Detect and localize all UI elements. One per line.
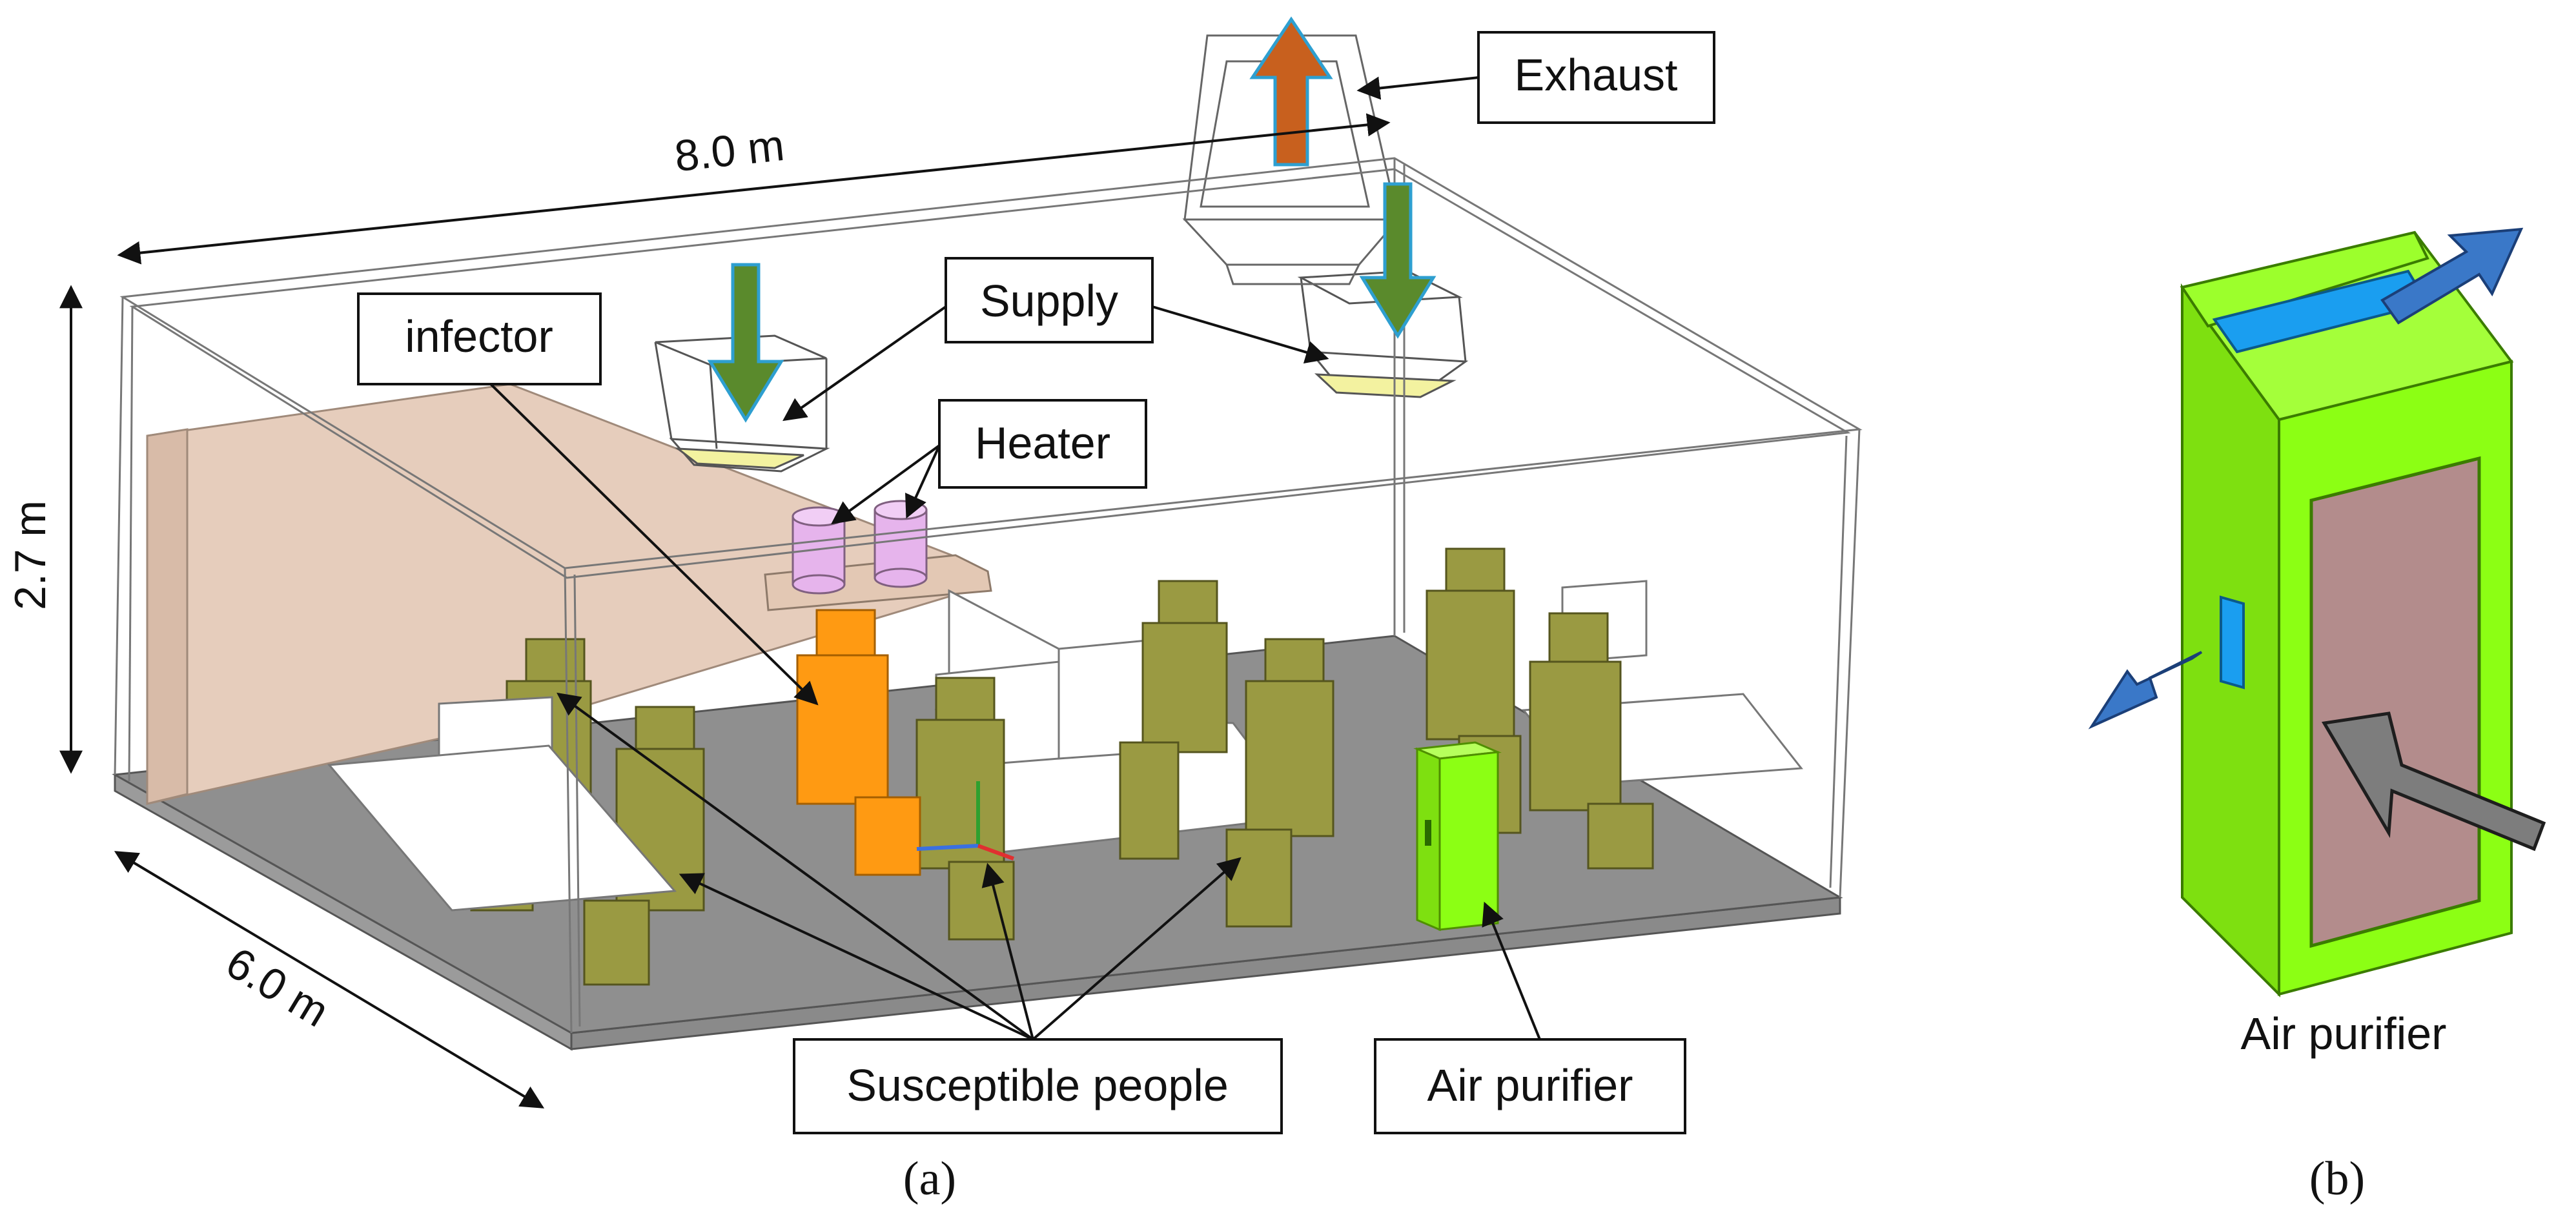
heater-right — [874, 500, 928, 588]
callout-infector-label: infector — [405, 311, 553, 362]
callout-air-purifier-label: Air purifier — [1427, 1060, 1633, 1110]
purifier-top-bevel — [2180, 230, 2429, 328]
panel-label-a: (a) — [903, 1152, 956, 1205]
supply-diffuser-left — [654, 334, 830, 473]
infector-person — [796, 609, 921, 876]
panel-label-b: (b) — [2309, 1152, 2365, 1205]
axes-glyph — [916, 781, 1015, 861]
purifier-caption: Air purifier — [2241, 1008, 2447, 1059]
supply-arrow-left — [707, 263, 784, 423]
dimension-height: 2.7 m — [6, 285, 83, 774]
person-center-front — [915, 677, 1015, 941]
exhaust-arrow — [1249, 16, 1333, 167]
dimension-length: 8.0 m — [117, 113, 1391, 265]
inlet-arrow — [2321, 711, 2546, 852]
dimension-width-label: 6.0 m — [218, 938, 337, 1037]
room-model — [112, 16, 1863, 1051]
outlet-arrow-side — [2088, 651, 2203, 730]
purifier-side-vent — [2220, 595, 2245, 690]
purifier-detail — [2088, 227, 2546, 997]
outlet-arrow-top — [2380, 227, 2524, 325]
air-purifier-in-room — [1413, 741, 1502, 932]
supply-arrow-right — [1359, 182, 1436, 339]
callout-infector: infector — [357, 292, 819, 706]
person-back-right-2 — [1529, 612, 1654, 870]
person-right-front — [1225, 638, 1334, 928]
callout-susceptible: Susceptible people — [557, 692, 1283, 1134]
callout-supply: Supply — [782, 257, 1329, 422]
callout-heater-label: Heater — [975, 418, 1110, 468]
callout-air-purifier: Air purifier — [1374, 901, 1686, 1134]
dimension-height-label: 2.7 m — [6, 500, 55, 610]
callout-heater: Heater — [831, 399, 1147, 525]
partition-wall-side — [146, 428, 189, 805]
callout-exhaust-label: Exhaust — [1515, 50, 1678, 100]
purifier-filter-panel — [2309, 456, 2481, 948]
callout-supply-label: Supply — [980, 276, 1118, 326]
person-back-center — [1119, 580, 1228, 860]
callout-susceptible-label: Susceptible people — [846, 1060, 1229, 1110]
dimension-length-label: 8.0 m — [672, 121, 786, 181]
supply-diffuser-right — [1297, 270, 1469, 398]
callout-exhaust: Exhaust — [1356, 31, 1715, 124]
